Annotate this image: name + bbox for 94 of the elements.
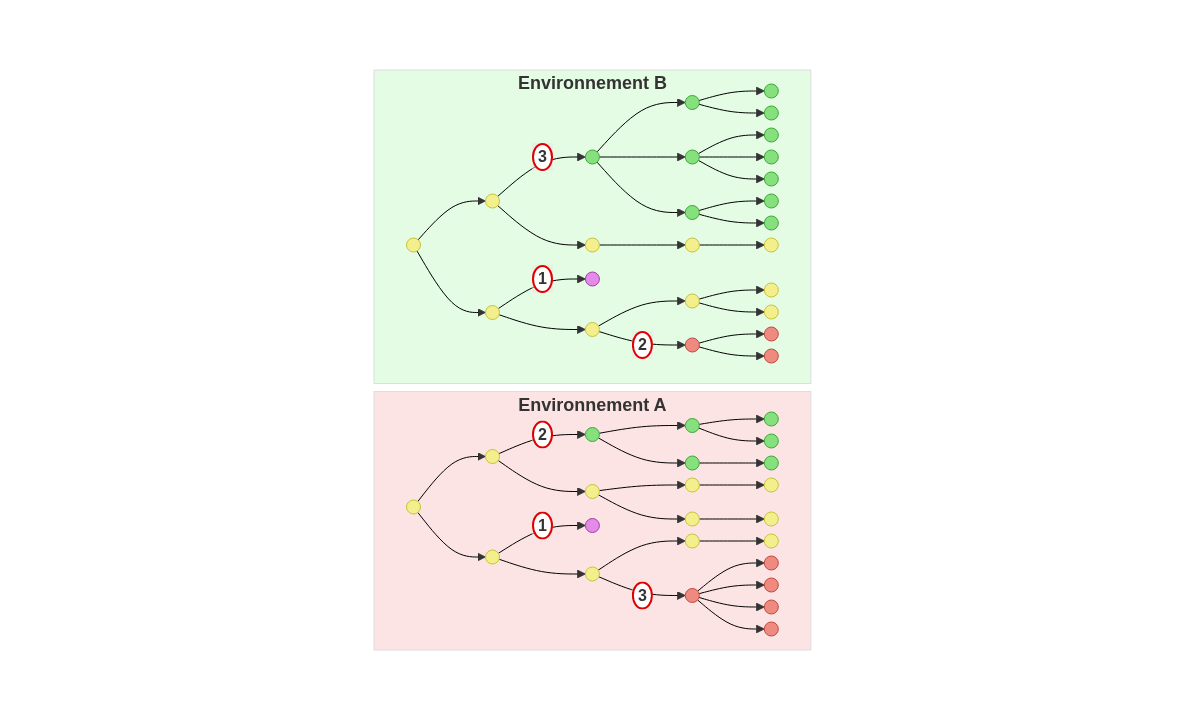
arrow <box>498 313 586 334</box>
node-circle <box>684 455 700 470</box>
node-circle <box>684 94 700 110</box>
node-circle <box>584 566 600 581</box>
arrow <box>698 480 765 489</box>
node-circle <box>684 337 700 352</box>
arrow <box>416 451 486 502</box>
node-circle <box>405 237 421 252</box>
arrow <box>698 329 765 344</box>
arrow <box>698 285 765 300</box>
node-circle <box>484 549 500 564</box>
arrow <box>698 596 765 611</box>
node-circle <box>763 105 779 120</box>
arrow <box>698 213 765 227</box>
node-circle <box>763 433 779 448</box>
edge-label: 3 <box>537 147 547 165</box>
node-circle <box>684 237 700 252</box>
arrow <box>697 159 765 183</box>
arrow <box>598 480 686 491</box>
arrow <box>416 250 486 317</box>
edge-label: 3 <box>637 586 647 603</box>
edge-label: 2 <box>637 335 647 353</box>
arrow <box>696 599 765 633</box>
arrow <box>497 459 586 496</box>
node-circle <box>684 587 700 603</box>
node-circle <box>763 577 779 592</box>
arrow <box>698 514 765 523</box>
arrow <box>698 196 765 211</box>
node-circle <box>684 149 700 164</box>
arrow <box>697 427 765 445</box>
arrow <box>698 580 765 594</box>
arrow <box>597 536 686 571</box>
node-circle <box>763 149 779 164</box>
node-circle <box>405 499 421 514</box>
node-circle <box>584 321 600 337</box>
arrow <box>698 86 765 101</box>
node-circle <box>684 293 700 308</box>
arrow <box>697 130 765 154</box>
arrow <box>596 161 686 217</box>
arrow <box>698 152 765 161</box>
node-circle <box>684 204 700 220</box>
arrow <box>417 196 486 240</box>
arrow <box>698 240 765 249</box>
node-circle <box>763 477 779 492</box>
node-circle <box>684 533 700 548</box>
arrow <box>698 414 765 425</box>
node-circle <box>484 448 500 464</box>
arrow <box>597 493 686 523</box>
arrow <box>596 97 686 152</box>
node-circle <box>584 517 600 533</box>
arrow <box>698 536 765 545</box>
node-circle <box>763 348 779 363</box>
node-circle <box>763 599 779 614</box>
arrow <box>597 296 686 327</box>
node-circle <box>763 193 779 208</box>
node-circle <box>763 555 779 570</box>
node-circle <box>484 193 500 208</box>
node-circle <box>584 483 600 499</box>
node-circle <box>763 304 779 319</box>
node-circle <box>763 83 779 98</box>
arrow <box>597 436 686 467</box>
arrow <box>416 511 486 561</box>
node-circle <box>584 237 600 252</box>
arrow <box>496 204 586 249</box>
arrow <box>498 558 586 578</box>
edge-label: 1 <box>537 516 547 533</box>
edge-label: 2 <box>537 425 547 442</box>
arrow <box>598 152 686 161</box>
arrow <box>698 301 765 316</box>
arrow <box>698 458 765 467</box>
node-circle <box>684 511 700 526</box>
node-circle <box>763 455 779 470</box>
node-circle <box>684 477 700 492</box>
node-circle <box>684 417 700 433</box>
node-circle <box>763 411 779 426</box>
arrow <box>598 420 686 434</box>
node-circle <box>763 621 779 636</box>
node-circle <box>763 237 779 252</box>
node-circle <box>763 171 779 186</box>
node-circle <box>763 326 779 341</box>
node-circle <box>584 271 600 286</box>
node-circle <box>763 127 779 142</box>
node-circle <box>584 426 600 442</box>
node-circle <box>584 149 600 164</box>
node-circle <box>484 304 500 320</box>
arrow <box>698 345 765 360</box>
edge-label: 1 <box>537 269 547 287</box>
node-circle <box>763 215 779 230</box>
arrow <box>598 240 686 249</box>
node-circle <box>763 533 779 548</box>
node-circle <box>763 511 779 526</box>
arrow <box>696 558 765 592</box>
arrow <box>698 103 765 117</box>
node-circle <box>763 282 779 297</box>
